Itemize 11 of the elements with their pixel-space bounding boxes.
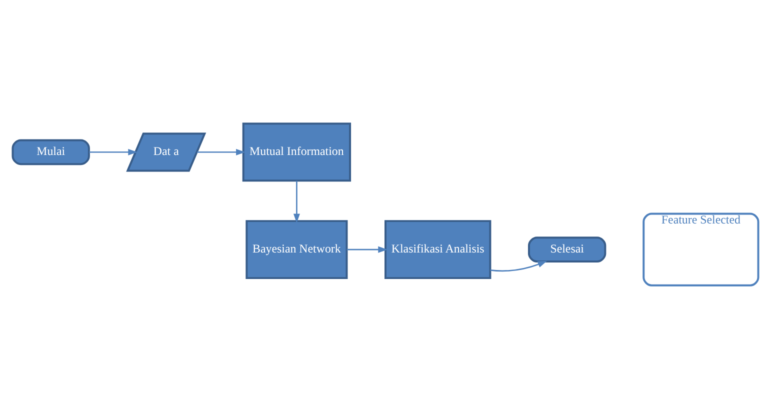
node-box: Feature Selected [642, 212, 760, 286]
arrow [197, 148, 246, 156]
node-box: Klasifikasi Analisis [384, 220, 492, 280]
arrow [346, 246, 388, 253]
node-box: Bayesian Network [246, 220, 348, 280]
arrow [293, 180, 300, 223]
node-box: Selesai [528, 236, 606, 262]
arrow [490, 260, 548, 272]
arrow [89, 148, 138, 156]
node-box: Mutual Information [242, 122, 352, 182]
node-box: Mulai [12, 139, 90, 166]
